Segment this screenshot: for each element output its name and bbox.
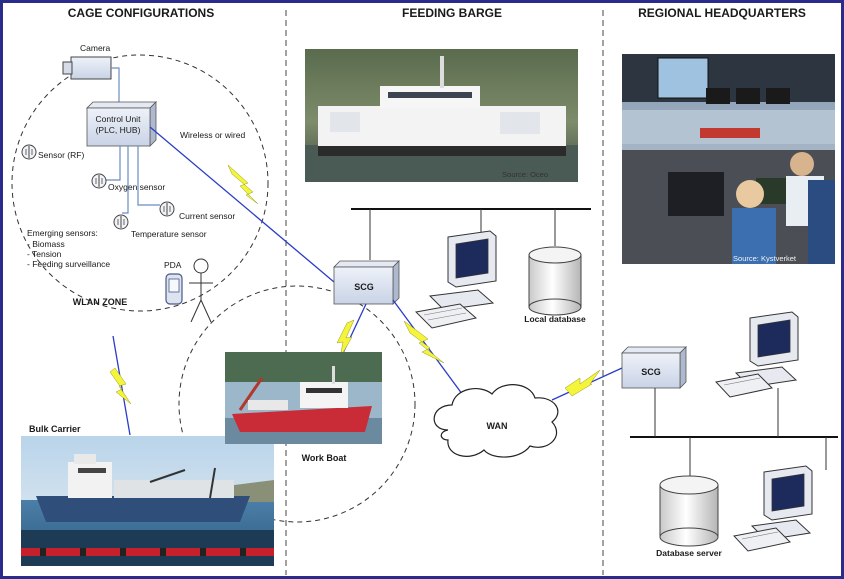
camera-icon [62, 56, 112, 80]
hq-scg-box [621, 346, 687, 389]
database-server-label: Database server [656, 548, 722, 558]
hq-photo-source: Source: Kystverket [733, 254, 797, 263]
control-unit-label-1: Control Unit [96, 114, 142, 124]
feeding-barge-photo [305, 49, 578, 182]
emerging-sensors-title: Emerging sensors: [27, 228, 98, 238]
hq-workstation-1-icon [715, 311, 799, 398]
control-unit-box [86, 101, 157, 147]
work-boat-photo [225, 352, 382, 444]
temperature-sensor-label: Temperature sensor [131, 229, 207, 239]
pda-label: PDA [164, 260, 182, 270]
current-sensor-icon [159, 201, 175, 217]
barge-workstation-icon [414, 230, 497, 329]
control-unit-label-2: (PLC, HUB) [96, 125, 141, 135]
header-cage: CAGE CONFIGURATIONS [68, 6, 214, 20]
lightning-workboat-icon [336, 319, 355, 359]
person-icon [189, 258, 213, 323]
header-hq: REGIONAL HEADQUARTERS [638, 6, 806, 20]
camera-link [111, 67, 120, 107]
workboat-zone-circle [178, 285, 416, 523]
wan-label: WAN [487, 421, 508, 431]
hq-scg-label: SCG [641, 367, 661, 377]
sensor-rf-icon [21, 144, 37, 160]
lightning-scg-wan-icon [403, 320, 445, 364]
header-barge: FEEDING BARGE [402, 6, 502, 20]
oxygen-link [106, 146, 121, 181]
emerging-feeding: - Feeding surveillance [27, 259, 110, 269]
sensor-rf-label: Sensor (RF) [38, 150, 84, 160]
emerging-biomass: - Biomass [27, 239, 65, 249]
current-sensor-label: Current sensor [179, 211, 235, 221]
local-database-icon [528, 246, 582, 316]
pda-icon [165, 273, 183, 305]
oxygen-sensor-icon [91, 173, 107, 189]
lightning-control-scg-icon [227, 164, 259, 205]
lightning-wan-hq-icon [564, 369, 601, 397]
link-scg-to-wan [392, 299, 469, 403]
oxygen-sensor-label: Oxygen sensor [108, 182, 165, 192]
hq-workstation-2-icon [733, 465, 813, 552]
link-control-to-scg [149, 126, 335, 283]
barge-scg-box [333, 260, 400, 305]
wireless-label: Wireless or wired [180, 130, 245, 140]
temperature-link [122, 146, 129, 214]
lightning-bulk-icon [109, 367, 132, 405]
wlan-zone-circle [11, 54, 269, 312]
wlan-zone-label: WLAN ZONE [73, 297, 128, 307]
temperature-sensor-icon [113, 214, 129, 230]
bulk-carrier-label: Bulk Carrier [29, 424, 81, 434]
current-link [137, 146, 160, 206]
database-server-icon [659, 475, 719, 547]
wan-cloud-icon [433, 384, 559, 458]
control-room-photo [622, 54, 835, 264]
barge-scg-label: SCG [354, 282, 374, 292]
barge-photo-source: Source: Oceo [502, 170, 548, 179]
camera-label: Camera [80, 43, 111, 53]
emerging-tension: - Tension [27, 249, 62, 259]
bulk-carrier-photo [21, 436, 274, 566]
local-database-label: Local database [524, 314, 586, 324]
work-boat-label: Work Boat [302, 453, 347, 463]
